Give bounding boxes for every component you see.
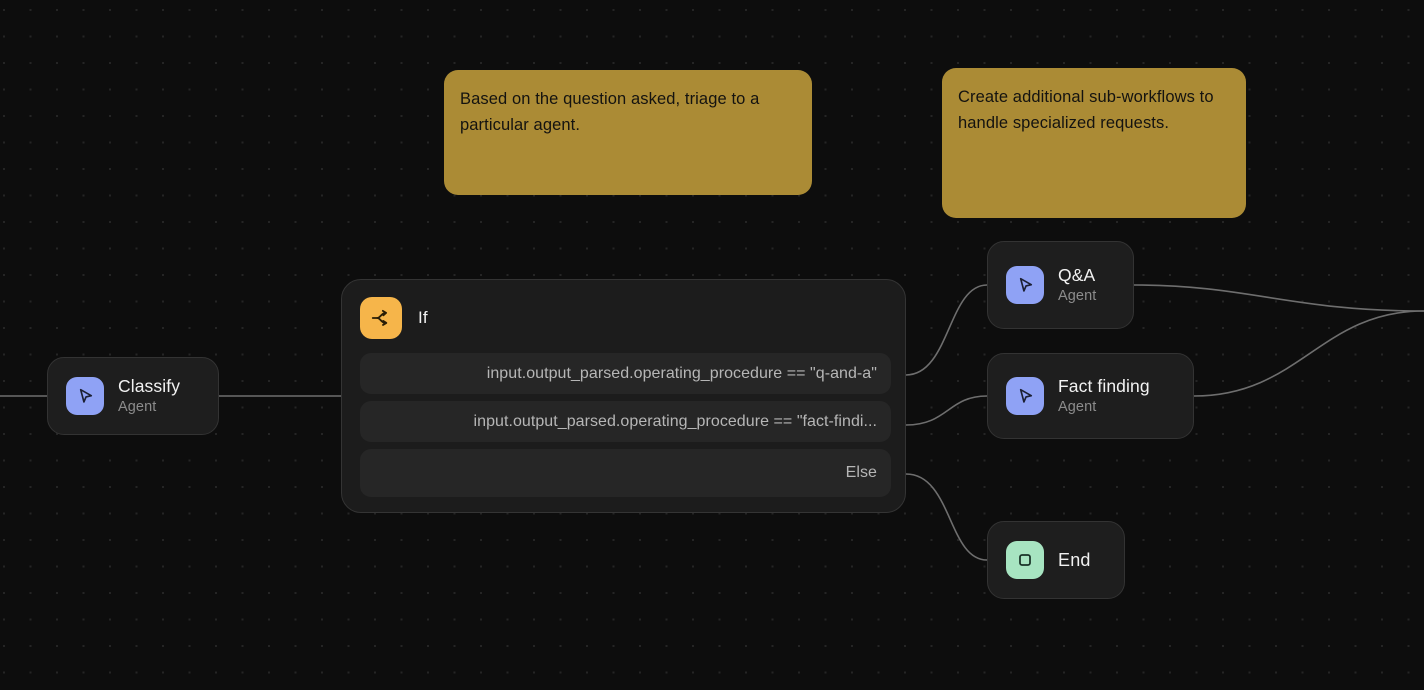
- node-classify[interactable]: Classify Agent: [47, 357, 219, 435]
- edge-fact-outgoing: [1193, 310, 1424, 397]
- node-fact-finding-text: Fact finding Agent: [1058, 375, 1150, 416]
- cursor-pointer-icon: [66, 377, 104, 415]
- edge-if-else-to-end: [905, 473, 988, 561]
- edge-qa-outgoing: [1133, 284, 1424, 312]
- if-branch-q-and-a[interactable]: input.output_parsed.operating_procedure …: [360, 353, 891, 394]
- node-qa-text: Q&A Agent: [1058, 264, 1097, 305]
- node-qa-title: Q&A: [1058, 264, 1096, 285]
- node-fact-finding-subtitle: Agent: [1058, 399, 1097, 416]
- split-branch-icon: [360, 297, 402, 339]
- node-qa-subtitle: Agent: [1058, 288, 1097, 305]
- node-classify-text: Classify Agent: [118, 375, 181, 416]
- node-if-title: If: [418, 308, 428, 327]
- sticky-note-triage[interactable]: Based on the question asked, triage to a…: [444, 70, 812, 195]
- node-end-title: End: [1058, 549, 1091, 570]
- node-if-header: If: [360, 297, 891, 339]
- node-classify-title: Classify: [118, 375, 181, 396]
- cursor-pointer-icon: [1006, 266, 1044, 304]
- cursor-pointer-icon: [1006, 377, 1044, 415]
- edge-if-qanda-to-qa: [905, 284, 988, 376]
- node-if[interactable]: If input.output_parsed.operating_procedu…: [341, 279, 906, 513]
- node-end[interactable]: End: [987, 521, 1125, 599]
- node-fact-finding[interactable]: Fact finding Agent: [987, 353, 1194, 439]
- stop-square-icon: [1006, 541, 1044, 579]
- node-fact-finding-title: Fact finding: [1058, 375, 1150, 396]
- if-branch-fact-finding[interactable]: input.output_parsed.operating_procedure …: [360, 401, 891, 442]
- node-qa[interactable]: Q&A Agent: [987, 241, 1134, 329]
- node-classify-subtitle: Agent: [118, 399, 157, 416]
- sticky-note-subworkflows[interactable]: Create additional sub-workflows to handl…: [942, 68, 1246, 218]
- if-branch-else[interactable]: Else: [360, 449, 891, 497]
- edge-if-factfinding-to-fact: [905, 395, 988, 426]
